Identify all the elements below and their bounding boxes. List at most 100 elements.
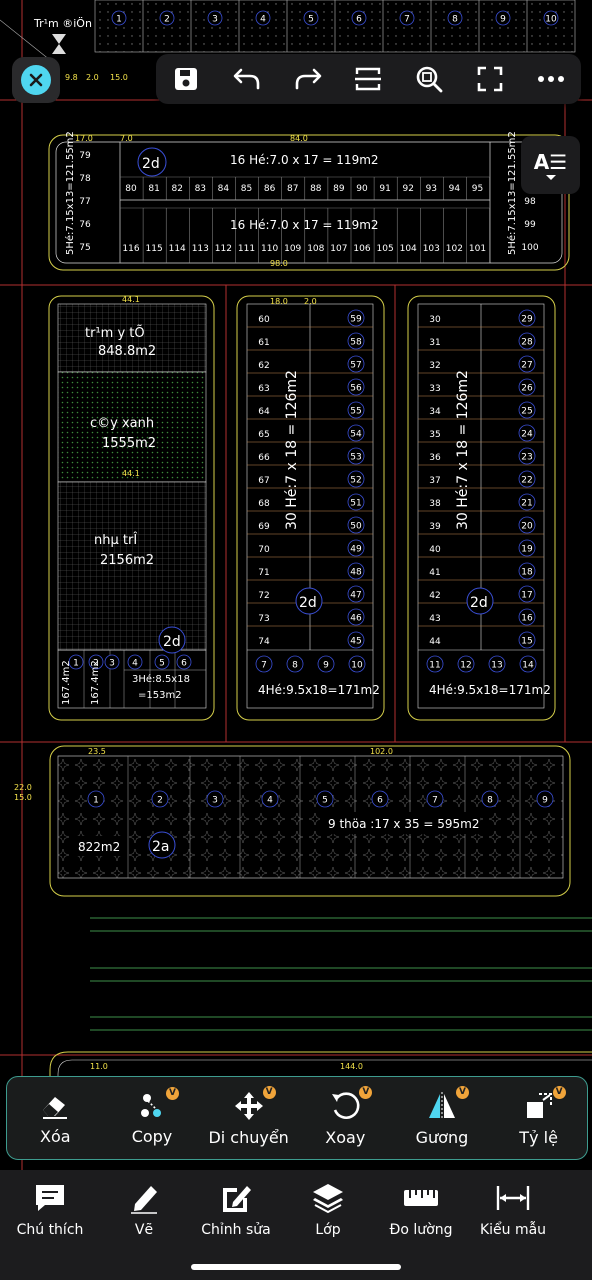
svg-text:6: 6 — [356, 15, 362, 25]
svg-text:3Hé:8.5x18: 3Hé:8.5x18 — [132, 673, 190, 685]
svg-text:2: 2 — [93, 659, 99, 669]
layers-tab[interactable]: Lớp — [278, 1182, 378, 1238]
lot-number: 2 — [88, 654, 104, 670]
undo-icon[interactable] — [225, 57, 269, 101]
lot-number: 95 — [472, 184, 483, 194]
lot-number: 100 — [521, 243, 538, 253]
mirror-button[interactable]: V Gương — [415, 1085, 469, 1147]
lot-number: 67 — [258, 476, 269, 486]
lot-number: 46 — [347, 608, 365, 626]
pencil-icon — [131, 1186, 157, 1214]
lot-number: 3 — [206, 790, 224, 808]
lot-number: 88 — [310, 184, 322, 194]
lot-number: 105 — [377, 244, 394, 254]
lot-number: 1 — [68, 654, 84, 670]
svg-text:2a: 2a — [152, 839, 170, 855]
lot-number: 24 — [518, 424, 536, 442]
lot-number: 34 — [429, 407, 441, 417]
edit-tab[interactable]: Chỉnh sửa — [186, 1182, 286, 1238]
svg-text:47: 47 — [350, 591, 361, 601]
lot-number: 107 — [330, 244, 347, 254]
more-icon[interactable] — [529, 57, 573, 101]
svg-text:2: 2 — [164, 15, 170, 25]
label-block-top-row2: 16 Hé:7.0 x 17 = 119m2 — [230, 218, 379, 232]
lot-number: 64 — [258, 407, 270, 417]
lot-number: 40 — [429, 545, 441, 555]
top-toolbar — [156, 54, 581, 104]
text-style-button[interactable]: A☰ — [521, 136, 580, 194]
lot-number: 102 — [446, 244, 463, 254]
svg-text:2d: 2d — [142, 156, 160, 172]
lot-number: 76 — [79, 220, 91, 230]
copy-button[interactable]: V Copy — [107, 1086, 197, 1146]
svg-text:4: 4 — [267, 796, 273, 806]
lot-number: 89 — [333, 184, 345, 194]
svg-text:14: 14 — [522, 661, 534, 671]
draw-tab[interactable]: Vẽ — [94, 1182, 194, 1238]
close-button[interactable] — [12, 57, 60, 103]
svg-text:15: 15 — [521, 637, 532, 647]
lot-number: 47 — [347, 585, 365, 603]
lot-number: 28 — [518, 332, 536, 350]
svg-text:5Hé:7.15x13=121.55m2: 5Hé:7.15x13=121.55m2 — [506, 131, 518, 255]
svg-text:22.0: 22.0 — [14, 783, 32, 792]
svg-text:20: 20 — [521, 522, 533, 532]
label-area-green: c©y xanh — [90, 416, 154, 431]
lot-number: 16 — [518, 608, 536, 626]
lot-number: 22 — [518, 470, 536, 488]
lot-number: 41 — [429, 568, 440, 578]
lot-number: 71 — [258, 568, 269, 578]
zoom-icon[interactable] — [407, 57, 451, 101]
lot-number: 6 — [371, 790, 389, 808]
redo-icon[interactable] — [286, 57, 330, 101]
lot-number: 3 — [104, 654, 120, 670]
move-button[interactable]: V Di chuyển — [208, 1085, 289, 1147]
move-icon — [234, 1091, 263, 1120]
svg-text:18.0: 18.0 — [270, 297, 288, 306]
edit-icon — [223, 1186, 251, 1212]
rotate-button[interactable]: V Xoay — [300, 1085, 390, 1147]
lot-number: 42 — [429, 591, 440, 601]
lot-number: 73 — [258, 614, 269, 624]
svg-text:56: 56 — [350, 384, 362, 394]
scale-button[interactable]: V Tỷ lệ — [494, 1085, 584, 1147]
lot-number: 110 — [261, 244, 278, 254]
fit-width-icon[interactable] — [346, 57, 390, 101]
svg-text:15.0: 15.0 — [14, 793, 32, 802]
lot-number: 90 — [356, 184, 368, 194]
svg-text:44.1: 44.1 — [122, 295, 140, 304]
fullscreen-icon[interactable] — [468, 57, 512, 101]
measure-tab[interactable]: Đo lường — [371, 1182, 471, 1238]
lot-number: 83 — [195, 184, 206, 194]
dimension-style-tab[interactable]: Kiểu mẫu — [463, 1182, 563, 1238]
lot-number: 108 — [307, 244, 324, 254]
lot-number: 81 — [148, 184, 159, 194]
svg-text:167.4m2: 167.4m2 — [61, 660, 72, 705]
lot-number: 60 — [258, 315, 270, 325]
svg-text:17.0: 17.0 — [75, 134, 93, 143]
svg-text:17: 17 — [521, 591, 532, 601]
lot-number: 37 — [429, 476, 440, 486]
save-icon[interactable] — [164, 57, 208, 101]
lot-number: 113 — [192, 244, 209, 254]
svg-text:1: 1 — [93, 796, 99, 806]
svg-text:8: 8 — [487, 796, 493, 806]
svg-text:144.0: 144.0 — [340, 1062, 363, 1071]
lot-number: 65 — [258, 430, 269, 440]
chevron-down-icon — [545, 174, 556, 180]
lot-number: 5 — [316, 790, 334, 808]
svg-text:46: 46 — [350, 614, 362, 624]
svg-text:53: 53 — [350, 453, 361, 463]
lot-number: 38 — [429, 499, 441, 509]
annotate-tab[interactable]: Chú thích — [0, 1182, 100, 1238]
lot-number: 12 — [457, 655, 475, 673]
lot-number: 48 — [347, 562, 365, 580]
lot-number: 91 — [379, 184, 390, 194]
svg-text:98.0: 98.0 — [270, 259, 288, 268]
svg-text:2.0: 2.0 — [304, 297, 317, 306]
lot-number: 52 — [347, 470, 365, 488]
delete-button[interactable]: Xóa — [10, 1091, 100, 1146]
lot-number: 72 — [258, 591, 269, 601]
